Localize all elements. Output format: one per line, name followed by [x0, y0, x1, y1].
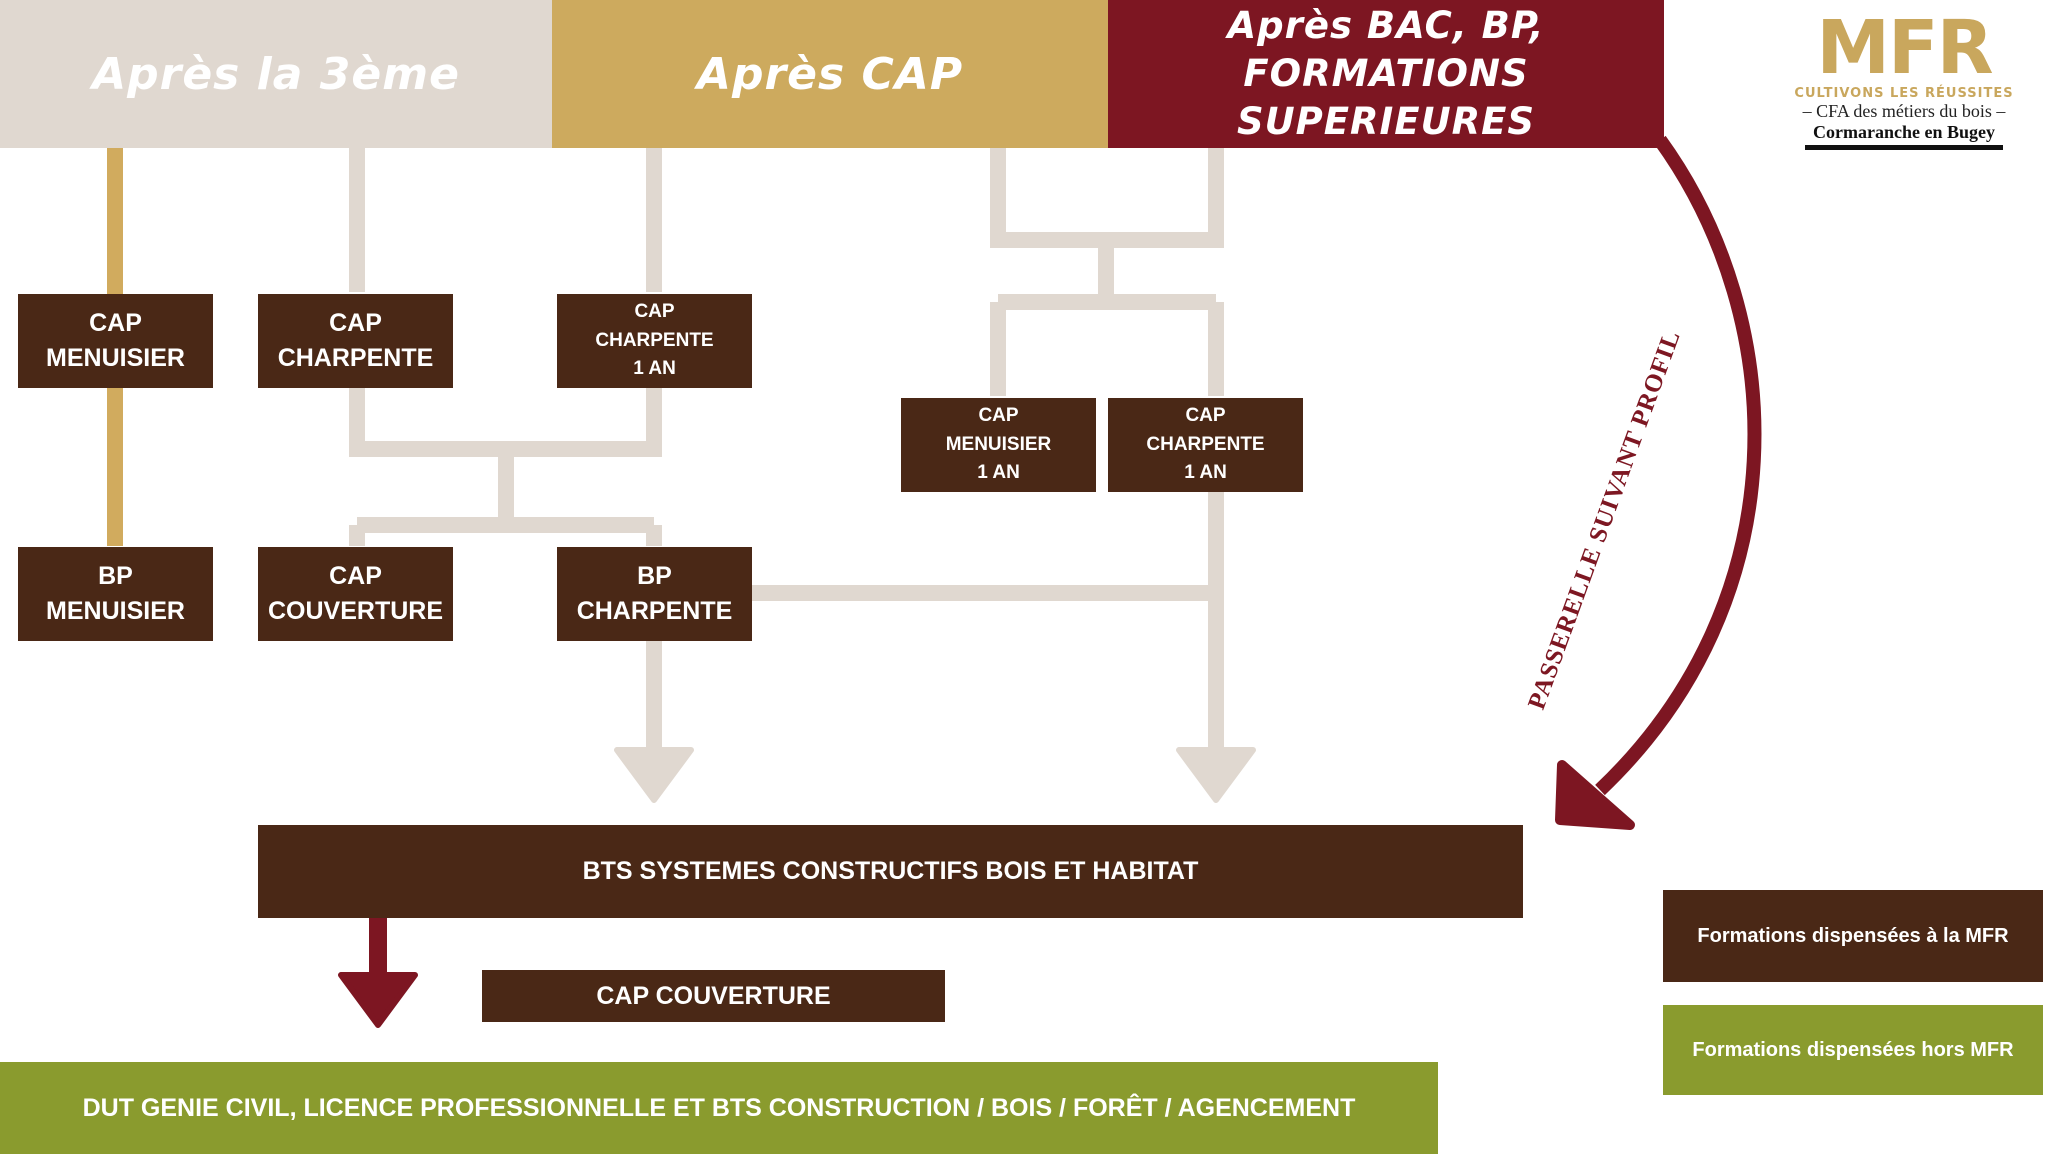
header-apres-3eme: Après la 3ème	[0, 0, 552, 148]
box-line: 1 AN	[1184, 462, 1227, 484]
box-cap-couverture-2-label: CAP COUVERTURE	[596, 981, 831, 1010]
connector-merge-left	[349, 388, 662, 457]
box-line: CAP	[89, 309, 142, 337]
arrow-bts-to-dut	[338, 972, 418, 1028]
box-cap-charpente: CAP CHARPENTE	[258, 294, 453, 388]
box-line: CHARPENTE	[1146, 433, 1265, 455]
header-apres-bac-line1: Après BAC, BP,	[1227, 3, 1545, 47]
box-cap-menuisier-1an: CAP MENUISIER 1 AN	[901, 398, 1096, 492]
box-line: MENUISIER	[46, 597, 185, 625]
header-apres-bac: Après BAC, BP, FORMATIONS SUPERIEURES	[1108, 0, 1664, 148]
header-apres-bac-line2: FORMATIONS SUPERIEURES	[1236, 51, 1536, 144]
box-bts: BTS SYSTEMES CONSTRUCTIFS BOIS ET HABITA…	[258, 825, 1523, 918]
mfr-logo-mark: MFR	[1816, 5, 1993, 91]
mfr-logo-tagline: CULTIVONS LES RÉUSSITES	[1794, 86, 2014, 101]
box-bp-menuisier: BP MENUISIER	[18, 547, 213, 641]
passerelle-curve	[1595, 135, 1762, 796]
box-line: CAP	[329, 562, 382, 590]
box-cap-menuisier: CAP MENUISIER	[18, 294, 213, 388]
mfr-logo-location: Cormaranche en Bugey	[1805, 122, 2003, 150]
header-apres-cap: Après CAP	[552, 0, 1108, 148]
mfr-logo-cfa: – CFA des métiers du bois –	[1802, 101, 2006, 121]
arrowheads-light	[614, 747, 1256, 803]
box-line: CAP	[1185, 405, 1226, 427]
connectors-light	[349, 148, 1224, 760]
legend-inside-mfr-label: Formations dispensées à la MFR	[1697, 925, 2009, 947]
box-line: MENUISIER	[945, 433, 1052, 455]
box-cap-charpente-1an: CAP CHARPENTE 1 AN	[557, 294, 752, 388]
box-dut: DUT GENIE CIVIL, LICENCE PROFESSIONNELLE…	[0, 1062, 1438, 1154]
legend-outside-mfr: Formations dispensées hors MFR	[1663, 1005, 2043, 1095]
box-line: 1 AN	[977, 462, 1020, 484]
box-line: CAP	[634, 301, 675, 323]
box-line: CHARPENTE	[277, 344, 434, 372]
box-line: MENUISIER	[46, 344, 185, 372]
box-line: BP	[98, 562, 133, 590]
box-line: CAP	[978, 405, 1019, 427]
arrow-right-to-bts	[1176, 747, 1256, 803]
box-dut-label: DUT GENIE CIVIL, LICENCE PROFESSIONNELLE…	[82, 1093, 1356, 1122]
box-cap-charpente-1an-b: CAP CHARPENTE 1 AN	[1108, 398, 1303, 492]
legend-inside-mfr: Formations dispensées à la MFR	[1663, 890, 2043, 982]
box-bts-label: BTS SYSTEMES CONSTRUCTIFS BOIS ET HABITA…	[582, 857, 1199, 885]
box-line: BP	[637, 562, 672, 590]
box-bp-charpente: BP CHARPENTE	[557, 547, 752, 641]
connectors-red	[338, 135, 1762, 1028]
box-cap-couverture: CAP COUVERTURE	[258, 547, 453, 641]
box-line: COUVERTURE	[267, 597, 443, 625]
passerelle-arrowhead	[1555, 760, 1635, 830]
header-apres-cap-label: Après CAP	[696, 48, 964, 100]
box-line: CHARPENTE	[576, 597, 733, 625]
header-apres-3eme-label: Après la 3ème	[92, 48, 460, 100]
box-line: CHARPENTE	[595, 329, 714, 351]
mfr-logo: MFR CULTIVONS LES RÉUSSITES – CFA des mé…	[1774, 8, 2034, 158]
box-line: 1 AN	[633, 358, 676, 380]
box-cap-couverture-2: CAP COUVERTURE	[482, 970, 945, 1022]
legend-outside-mfr-label: Formations dispensées hors MFR	[1692, 1039, 2014, 1061]
arrow-bp-charpente-to-bts	[614, 747, 694, 803]
box-line: CAP	[329, 309, 382, 337]
